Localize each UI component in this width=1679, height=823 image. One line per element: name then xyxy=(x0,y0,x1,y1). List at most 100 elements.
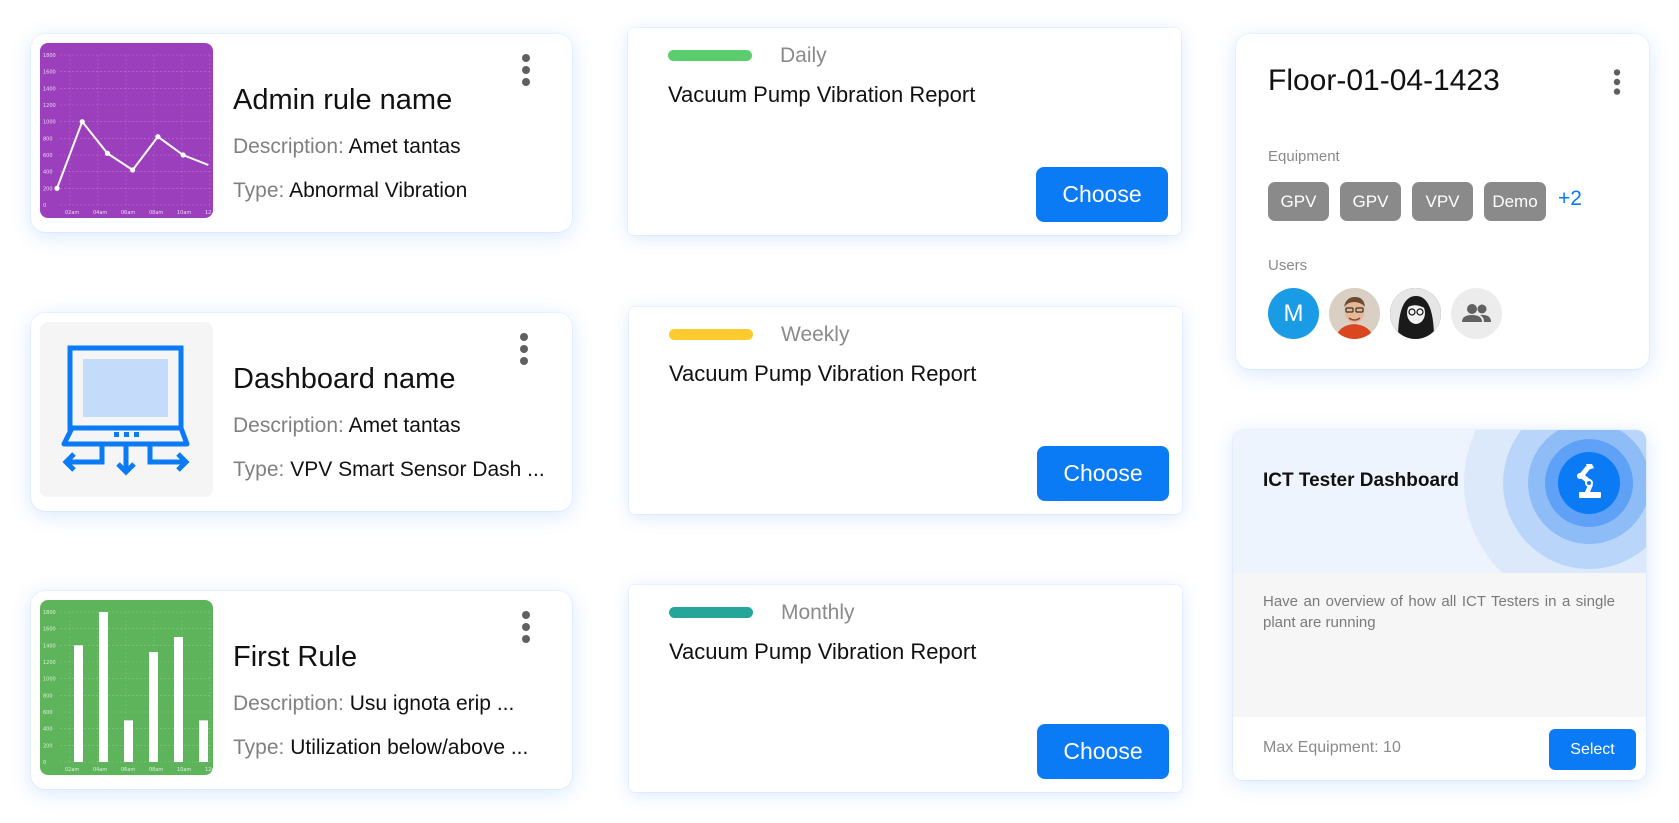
y-tick-label: 800 xyxy=(43,693,53,699)
group-icon xyxy=(1462,304,1491,322)
max-equipment-text: Max Equipment: 10 xyxy=(1263,739,1401,756)
line-point xyxy=(180,152,186,158)
line-point xyxy=(130,167,136,173)
rule-description: Description: Usu ignota erip ... xyxy=(233,692,514,716)
x-tick-label: 10am xyxy=(177,210,191,216)
y-tick-label: 400 xyxy=(43,170,53,176)
equipment-chip[interactable]: GPV xyxy=(1340,182,1401,221)
y-tick-label: 1400 xyxy=(43,643,56,649)
y-tick-label: 1600 xyxy=(43,627,56,633)
avatar-initial: M xyxy=(1283,300,1304,327)
y-tick-label: 1000 xyxy=(43,120,56,126)
x-tick-label: 12 xyxy=(205,210,211,216)
y-tick-label: 200 xyxy=(43,186,53,192)
frequency-color-bar xyxy=(669,329,753,340)
y-tick-label: 600 xyxy=(43,710,53,716)
equipment-chip[interactable]: VPV xyxy=(1412,182,1473,221)
x-tick-label: 04am xyxy=(93,767,107,773)
more-options-icon[interactable] xyxy=(1607,68,1626,97)
monitor-icon xyxy=(61,345,190,476)
avatar[interactable]: M xyxy=(1268,288,1319,339)
report-card-monthly[interactable]: Monthly Vacuum Pump Vibration Report Cho… xyxy=(629,585,1182,792)
y-tick-label: 1400 xyxy=(43,86,56,92)
x-tick-label: 12pm xyxy=(205,767,213,773)
users-label: Users xyxy=(1268,257,1308,274)
y-tick-label: 1200 xyxy=(43,103,56,109)
frequency-label: Daily xyxy=(780,44,827,67)
ict-header: ICT Tester Dashboard xyxy=(1233,430,1646,573)
frequency-color-bar xyxy=(669,607,753,618)
bar xyxy=(149,652,158,762)
ict-description: Have an overview of how all ICT Testers … xyxy=(1263,593,1615,631)
equipment-chip[interactable]: GPV xyxy=(1268,182,1329,221)
rule-title: Admin rule name xyxy=(233,84,453,116)
avatar-group[interactable] xyxy=(1451,288,1502,339)
description-label: Description: xyxy=(233,135,344,158)
description-label: Description: xyxy=(233,414,344,437)
report-card-weekly[interactable]: Weekly Vacuum Pump Vibration Report Choo… xyxy=(629,307,1182,514)
type-value: Utilization below/above ... xyxy=(290,736,529,759)
description-value: Usu ignota erip ... xyxy=(349,692,515,715)
line-point xyxy=(104,150,111,156)
y-tick-label: 1800 xyxy=(43,610,56,616)
bar xyxy=(74,645,83,762)
more-options-icon[interactable] xyxy=(514,52,538,88)
line-point xyxy=(79,119,85,125)
select-button[interactable]: Select xyxy=(1549,729,1636,770)
robot-arm-icon xyxy=(1558,452,1620,514)
floor-card[interactable]: Floor-01-04-1423 Equipment GPV GPV VPV D… xyxy=(1236,34,1649,369)
bar xyxy=(174,637,183,762)
report-title: Vacuum Pump Vibration Report xyxy=(669,361,977,386)
frequency-color-bar xyxy=(668,50,752,61)
x-tick-label: 06am xyxy=(121,210,135,216)
rule-type: Type: Abnormal Vibration xyxy=(233,179,467,203)
equipment-more-count[interactable]: +2 xyxy=(1558,187,1582,210)
avatar[interactable] xyxy=(1390,288,1441,339)
more-options-icon[interactable] xyxy=(514,609,538,645)
choose-button[interactable]: Choose xyxy=(1036,167,1168,222)
rule-description: Description: Amet tantas xyxy=(233,135,461,159)
rule-type: Type: Utilization below/above ... xyxy=(233,736,528,760)
line-point xyxy=(155,134,161,140)
equipment-chip[interactable]: Demo xyxy=(1484,182,1546,221)
ict-dashboard-card[interactable]: ICT Tester Dashboard Have an overview of… xyxy=(1233,430,1646,780)
y-tick-label: 0 xyxy=(43,760,46,766)
description-label: Description: xyxy=(233,692,344,715)
choose-button[interactable]: Choose xyxy=(1037,446,1169,501)
rule-card-dashboard[interactable]: Dashboard name Description: Amet tantas … xyxy=(31,313,572,511)
ict-title: ICT Tester Dashboard xyxy=(1263,470,1460,491)
rule-type: Type: VPV Smart Sensor Dash ... xyxy=(233,458,543,482)
rule-description: Description: Amet tantas xyxy=(233,414,461,438)
equipment-label: Equipment xyxy=(1268,148,1340,165)
user-photo-icon xyxy=(1329,288,1380,339)
frequency-label: Monthly xyxy=(781,601,855,624)
y-tick-label: 1000 xyxy=(43,677,56,683)
x-tick-label: 10am xyxy=(177,767,191,773)
x-tick-label: 02am xyxy=(65,210,79,216)
more-options-icon[interactable] xyxy=(512,331,536,367)
avatar[interactable] xyxy=(1329,288,1380,339)
report-title: Vacuum Pump Vibration Report xyxy=(668,82,976,107)
y-tick-label: 0 xyxy=(43,203,46,209)
choose-button[interactable]: Choose xyxy=(1037,724,1169,779)
floor-title: Floor-01-04-1423 xyxy=(1268,64,1500,97)
y-tick-label: 1600 xyxy=(43,70,56,76)
user-photo-icon xyxy=(1390,288,1441,339)
type-label: Type: xyxy=(233,458,285,481)
x-tick-label: 04am xyxy=(93,210,107,216)
frequency-label: Weekly xyxy=(781,323,850,346)
report-card-daily[interactable]: Daily Vacuum Pump Vibration Report Choos… xyxy=(628,28,1181,235)
y-tick-label: 800 xyxy=(43,136,53,142)
ict-body: Have an overview of how all ICT Testers … xyxy=(1233,573,1646,717)
x-tick-label: 06am xyxy=(121,767,135,773)
y-tick-label: 1200 xyxy=(43,660,56,666)
y-tick-label: 400 xyxy=(43,727,53,733)
type-label: Type: xyxy=(233,736,285,759)
bar xyxy=(99,612,108,762)
dashboard-thumbnail xyxy=(40,322,213,497)
